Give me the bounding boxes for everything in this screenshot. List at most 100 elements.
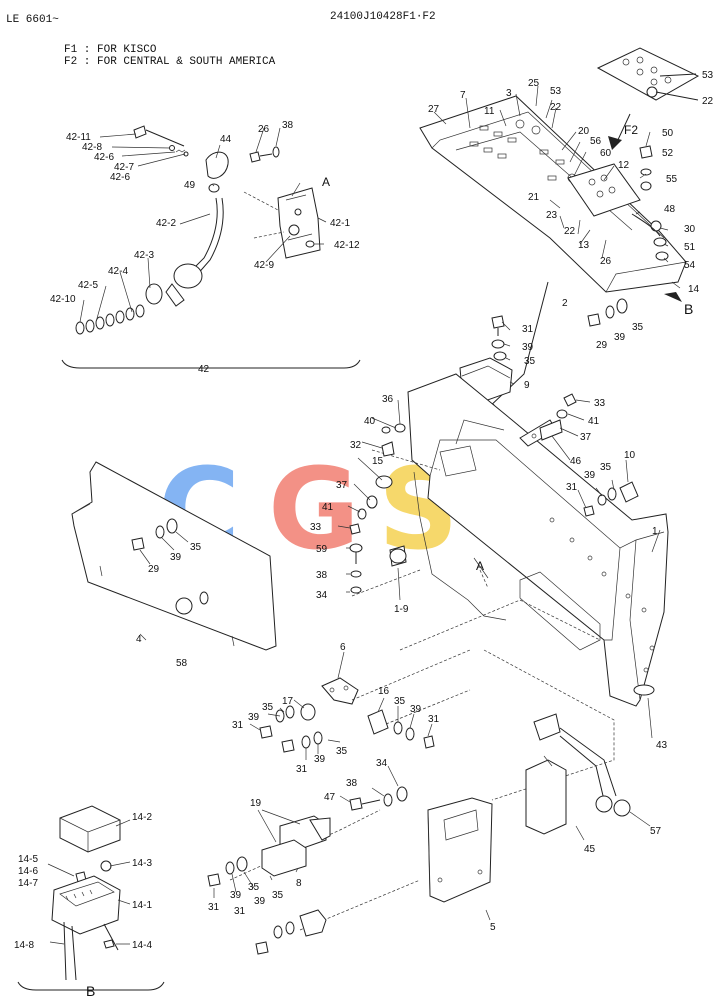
label-27: 27 bbox=[428, 104, 440, 115]
label-B1: B bbox=[684, 301, 693, 317]
label-34a: 34 bbox=[316, 590, 328, 601]
label-42-5: 42-5 bbox=[78, 280, 98, 291]
label-B2: B bbox=[86, 983, 95, 999]
label-33b: 33 bbox=[310, 522, 322, 533]
label-58: 58 bbox=[176, 658, 188, 669]
label-14-1: 14-1 bbox=[132, 900, 152, 911]
watermark-letter-g: G bbox=[268, 445, 360, 575]
label-42-8: 42-8 bbox=[82, 142, 102, 153]
harness-45 bbox=[525, 713, 651, 841]
label-2: 2 bbox=[562, 298, 568, 309]
label-29a: 29 bbox=[596, 340, 608, 351]
label-35h: 35 bbox=[248, 882, 260, 893]
label-35a: 35 bbox=[632, 322, 644, 333]
label-52: 52 bbox=[662, 148, 674, 159]
label-53b: 53 bbox=[550, 86, 562, 97]
side-cover-58 bbox=[71, 461, 277, 651]
label-53a: 53 bbox=[702, 70, 714, 81]
label-31d: 31 bbox=[428, 714, 440, 725]
bracket-6-group bbox=[249, 649, 471, 760]
label-33a: 33 bbox=[594, 398, 606, 409]
label-54: 54 bbox=[684, 260, 696, 271]
label-47: 47 bbox=[324, 792, 336, 803]
label-38a: 38 bbox=[282, 120, 294, 131]
label-4: 4 bbox=[136, 634, 142, 645]
label-42-9: 42-9 bbox=[254, 260, 274, 271]
label-35c: 35 bbox=[600, 462, 612, 473]
label-37b: 37 bbox=[336, 480, 348, 491]
label-39b: 39 bbox=[522, 342, 534, 353]
label-14-4: 14-4 bbox=[132, 940, 152, 951]
label-60: 60 bbox=[600, 148, 612, 159]
label-35g: 35 bbox=[336, 746, 348, 757]
label-14-8: 14-8 bbox=[14, 940, 34, 951]
right-hardware-stack bbox=[539, 393, 639, 517]
mount-plate-5 bbox=[339, 765, 493, 921]
label-38c: 38 bbox=[346, 778, 358, 789]
label-39c: 39 bbox=[584, 470, 596, 481]
label-37a: 37 bbox=[580, 432, 592, 443]
label-12: 12 bbox=[618, 160, 630, 171]
label-31b: 31 bbox=[566, 482, 578, 493]
label-35i: 35 bbox=[272, 890, 284, 901]
drawing-code: 24100J10428F1·F2 bbox=[330, 11, 436, 23]
label-19: 19 bbox=[250, 798, 262, 809]
label-40: 40 bbox=[364, 416, 376, 427]
label-41a: 41 bbox=[588, 416, 600, 427]
label-22b: 22 bbox=[550, 102, 562, 113]
label-36: 36 bbox=[382, 394, 394, 405]
label-23: 23 bbox=[546, 210, 558, 221]
label-42-6a: 42-6 bbox=[94, 152, 114, 163]
label-51: 51 bbox=[684, 242, 696, 253]
label-13: 13 bbox=[578, 240, 590, 251]
label-11: 11 bbox=[484, 106, 495, 117]
note-f2: F2 : FOR CENTRAL & SOUTH AMERICA bbox=[64, 56, 276, 68]
label-31c: 31 bbox=[232, 720, 244, 731]
label-39e: 39 bbox=[248, 712, 260, 723]
label-39i: 39 bbox=[254, 896, 266, 907]
label-35f: 35 bbox=[394, 696, 406, 707]
label-59: 59 bbox=[316, 544, 328, 555]
label-57: 57 bbox=[650, 826, 662, 837]
part-number-labels: 42-11 42-8 42-6 42-7 42-6 44 49 26 38 A … bbox=[14, 70, 714, 999]
label-7: 7 bbox=[460, 90, 466, 101]
label-5: 5 bbox=[490, 922, 496, 933]
label-44: 44 bbox=[220, 134, 232, 145]
label-31g: 31 bbox=[234, 906, 246, 917]
label-42-6b: 42-6 bbox=[110, 172, 130, 183]
label-22a: 22 bbox=[702, 96, 714, 107]
model-number: LE 6601~ bbox=[6, 14, 59, 26]
label-32: 32 bbox=[350, 440, 362, 451]
label-56: 56 bbox=[590, 136, 602, 147]
label-38b: 38 bbox=[316, 570, 328, 581]
label-30: 30 bbox=[684, 224, 696, 235]
label-15: 15 bbox=[372, 456, 384, 467]
label-26a: 26 bbox=[258, 124, 270, 135]
label-45: 45 bbox=[584, 844, 596, 855]
left-hardware-stack bbox=[337, 399, 407, 594]
label-1: 1 bbox=[652, 526, 658, 537]
label-25: 25 bbox=[528, 78, 540, 89]
label-39d: 39 bbox=[170, 552, 182, 563]
label-14-2: 14-2 bbox=[132, 812, 152, 823]
label-41b: 41 bbox=[322, 502, 334, 513]
label-16: 16 bbox=[378, 686, 390, 697]
label-14-5: 14-5 bbox=[18, 854, 38, 865]
label-48: 48 bbox=[664, 204, 676, 215]
label-22c: 22 bbox=[564, 226, 576, 237]
label-10: 10 bbox=[624, 450, 636, 461]
label-49: 49 bbox=[184, 180, 196, 191]
label-31f: 31 bbox=[208, 902, 220, 913]
label-35d: 35 bbox=[190, 542, 202, 553]
panel-assembly-2 bbox=[419, 47, 700, 411]
label-39g: 39 bbox=[314, 754, 326, 765]
label-31a: 31 bbox=[522, 324, 534, 335]
label-34b: 34 bbox=[376, 758, 388, 769]
label-17: 17 bbox=[282, 696, 294, 707]
label-42-1: 42-1 bbox=[330, 218, 350, 229]
label-42-2: 42-2 bbox=[156, 218, 176, 229]
label-42: 42 bbox=[198, 364, 210, 375]
label-14-6: 14-6 bbox=[18, 866, 38, 877]
label-42-11: 42-11 bbox=[66, 132, 91, 143]
